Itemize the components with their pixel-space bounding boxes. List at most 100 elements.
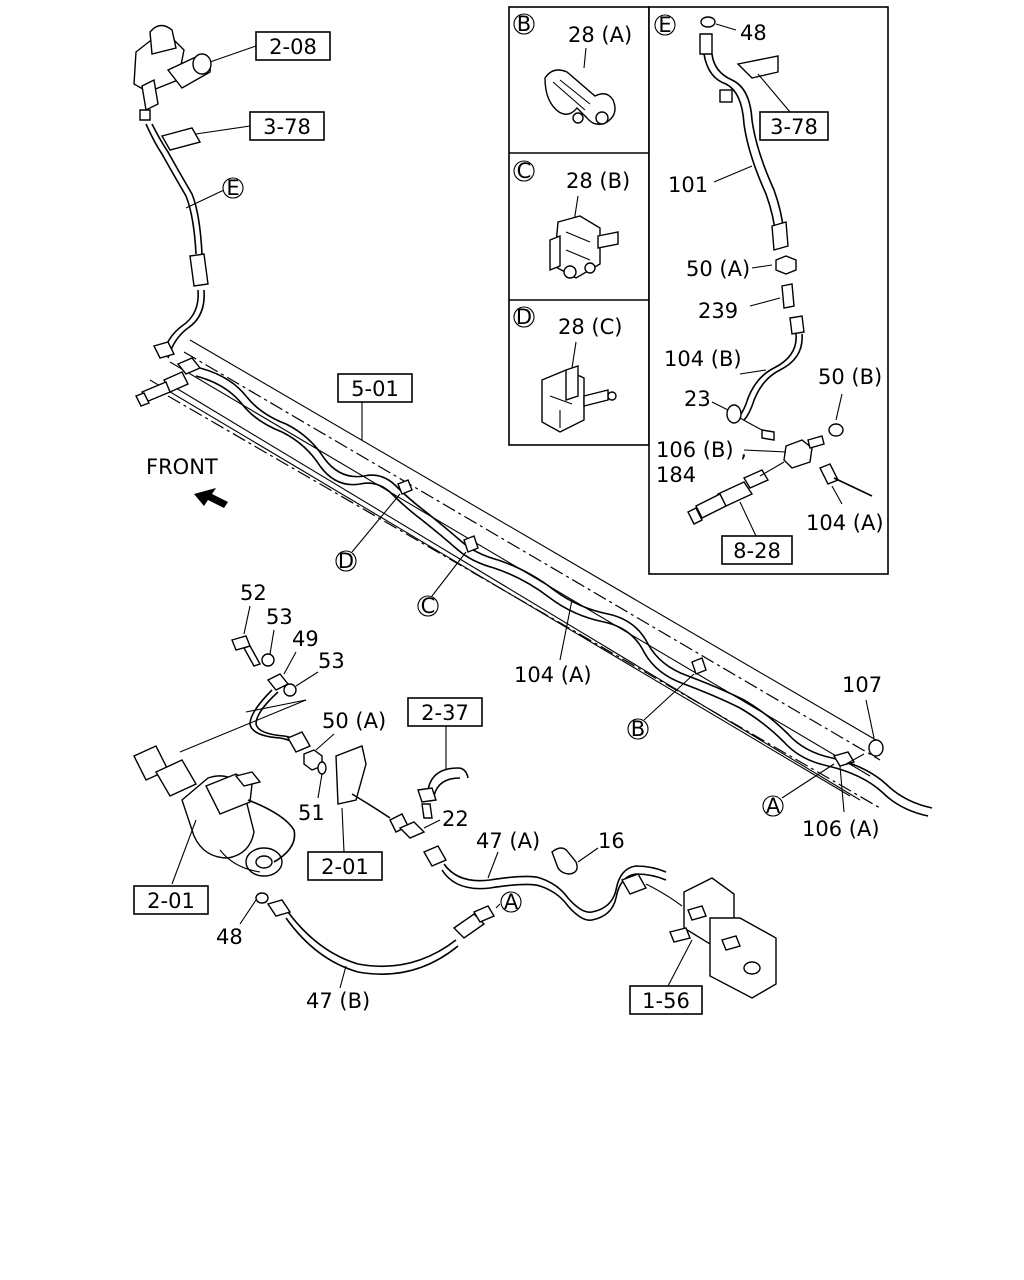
pipe-104a xyxy=(195,367,933,817)
callout-b: B xyxy=(631,717,645,741)
ref-box-378-inset xyxy=(759,111,829,141)
label-47b: 47 (B) xyxy=(306,989,370,1013)
inset-c-circle xyxy=(513,160,535,182)
inset-e-panel xyxy=(648,6,889,575)
label-51: 51 xyxy=(298,801,325,825)
label-106b: 106 (B) , xyxy=(656,438,747,462)
inset-b-letter: B xyxy=(517,12,531,36)
washer-48-icon xyxy=(255,892,269,904)
ref-201-a: 2-01 xyxy=(147,889,195,913)
callout-b-circle xyxy=(627,718,649,740)
label-48-inset: 48 xyxy=(740,21,767,45)
callout-e-circle xyxy=(222,177,244,199)
nut-50a-inset-icon xyxy=(775,255,797,275)
label-106a: 106 (A) xyxy=(802,817,880,841)
label-49: 49 xyxy=(292,627,319,651)
hose-fitting-top xyxy=(699,33,713,55)
switch-828-icon xyxy=(687,461,785,525)
master-cylinder xyxy=(133,24,212,121)
ref-201-b: 2-01 xyxy=(321,855,369,879)
inset-c: C 28 (B) xyxy=(513,159,630,279)
callout-a2: A xyxy=(766,794,781,818)
label-22: 22 xyxy=(442,807,469,831)
front-switch-icon xyxy=(135,357,202,407)
washer-48-icon xyxy=(700,16,716,28)
label-28c: 28 (C) xyxy=(558,315,622,339)
ref-box-156 xyxy=(629,985,703,1015)
label-104a-inset: 104 (A) xyxy=(806,511,884,535)
clip-16-icon xyxy=(551,847,578,875)
clip-28a-icon xyxy=(544,69,616,125)
fitting-239-icon xyxy=(781,283,795,309)
washer-53a-icon xyxy=(261,653,275,667)
inset-b-circle xyxy=(513,13,535,35)
inset-b: B 28 (A) xyxy=(513,12,632,125)
label-101: 101 xyxy=(668,173,708,197)
ref-378-top: 3-78 xyxy=(263,115,311,139)
inset-d-circle xyxy=(513,306,535,328)
inset-c-letter: C xyxy=(517,159,532,183)
callout-d: D xyxy=(338,549,354,573)
label-48: 48 xyxy=(216,925,243,949)
bracket-378-inset-icon xyxy=(736,55,779,79)
clip-28b-icon xyxy=(549,215,619,279)
clip-51-icon xyxy=(317,761,327,775)
label-104a: 104 (A) xyxy=(514,663,592,687)
inset-d: D 28 (C) xyxy=(513,305,622,433)
hose-fitting-bottom xyxy=(771,221,789,251)
callout-a2-circle xyxy=(762,795,784,817)
label-47a: 47 (A) xyxy=(476,829,540,853)
ref-501: 5-01 xyxy=(351,377,399,401)
label-50a: 50 (A) xyxy=(322,709,386,733)
ref-828: 8-28 xyxy=(733,539,781,563)
callout-a1-circle xyxy=(500,891,522,913)
nut-50b-icon xyxy=(828,423,844,437)
ref-box-208 xyxy=(255,31,331,61)
ref-box-237 xyxy=(407,697,483,727)
inset-panels xyxy=(508,6,889,575)
label-16: 16 xyxy=(598,829,625,853)
callout-a1: A xyxy=(504,890,519,914)
label-28b: 28 (B) xyxy=(566,169,630,193)
label-50b: 50 (B) xyxy=(818,365,882,389)
ref-box-828 xyxy=(721,535,793,565)
label-107: 107 xyxy=(842,673,882,697)
label-104b: 104 (B) xyxy=(664,347,742,371)
callout-e: E xyxy=(226,176,239,200)
label-53b: 53 xyxy=(318,649,345,673)
nut-107-icon xyxy=(868,739,884,757)
ref-237: 2-37 xyxy=(421,701,469,725)
callout-c-circle xyxy=(417,595,439,617)
bracket-378-top-icon xyxy=(160,127,202,151)
inset-e-letter: E xyxy=(658,13,671,37)
hose-e xyxy=(145,123,209,359)
ref-208: 2-08 xyxy=(269,35,317,59)
front-arrow-icon xyxy=(194,488,228,508)
inset-d-letter: D xyxy=(516,305,532,329)
ref-box-201-b xyxy=(307,851,383,881)
inset-e: E 48 3-78 101 50 (A) 239 104 (B) 23 xyxy=(654,13,884,565)
ref-box-201-a xyxy=(133,885,209,915)
label-52: 52 xyxy=(240,581,267,605)
tee-106b-icon xyxy=(783,439,813,469)
valve-156-icon xyxy=(620,873,777,999)
ref-box-378-top xyxy=(249,111,325,141)
label-239: 239 xyxy=(698,299,738,323)
clip-28c-icon xyxy=(541,365,617,433)
junction-22-icon xyxy=(398,821,426,839)
label-28a: 28 (A) xyxy=(568,23,632,47)
ref-378-inset: 3-78 xyxy=(770,115,818,139)
label-23: 23 xyxy=(684,387,711,411)
label-50a-inset: 50 (A) xyxy=(686,257,750,281)
clutch-actuator-icon xyxy=(133,745,296,877)
ref-156: 1-56 xyxy=(642,989,690,1013)
ref-box-501 xyxy=(337,373,413,403)
front-label: FRONT xyxy=(146,455,218,479)
bracket-201-icon xyxy=(335,745,367,805)
label-53a: 53 xyxy=(266,605,293,629)
callout-d-circle xyxy=(335,550,357,572)
label-184: 184 xyxy=(656,463,696,487)
washer-53b-icon xyxy=(283,683,297,697)
grommet-23-icon xyxy=(726,404,742,424)
